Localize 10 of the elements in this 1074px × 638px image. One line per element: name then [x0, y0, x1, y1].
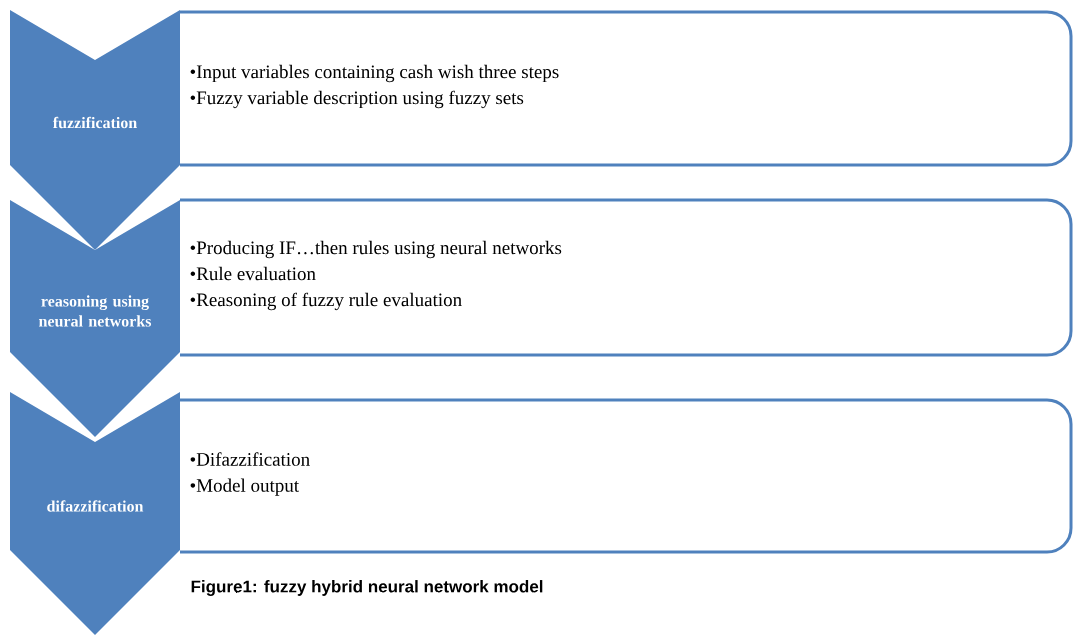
node-label: difazzification	[47, 500, 144, 512]
content-box: •Difazzification •Model output	[180, 398, 1073, 554]
stage-band: fuzzification	[10, 10, 180, 250]
stage-band: reasoning using neural networks	[10, 200, 180, 437]
node-label: reasoning using neural networks	[38, 295, 152, 327]
content-box: •Producing IF…then rules using neural networks •Rule evaluation •Reasoning of fuzzy rule evaluation	[180, 198, 1073, 357]
content-box: •Input variables containing cash wish three steps •Fuzzy variable description using fuzzy sets	[180, 10, 1073, 167]
stage-band: difazzification	[10, 392, 180, 635]
caption: Figure1: fuzzy hybrid neural network model	[191, 580, 543, 596]
node-label: fuzzification	[52, 116, 137, 129]
